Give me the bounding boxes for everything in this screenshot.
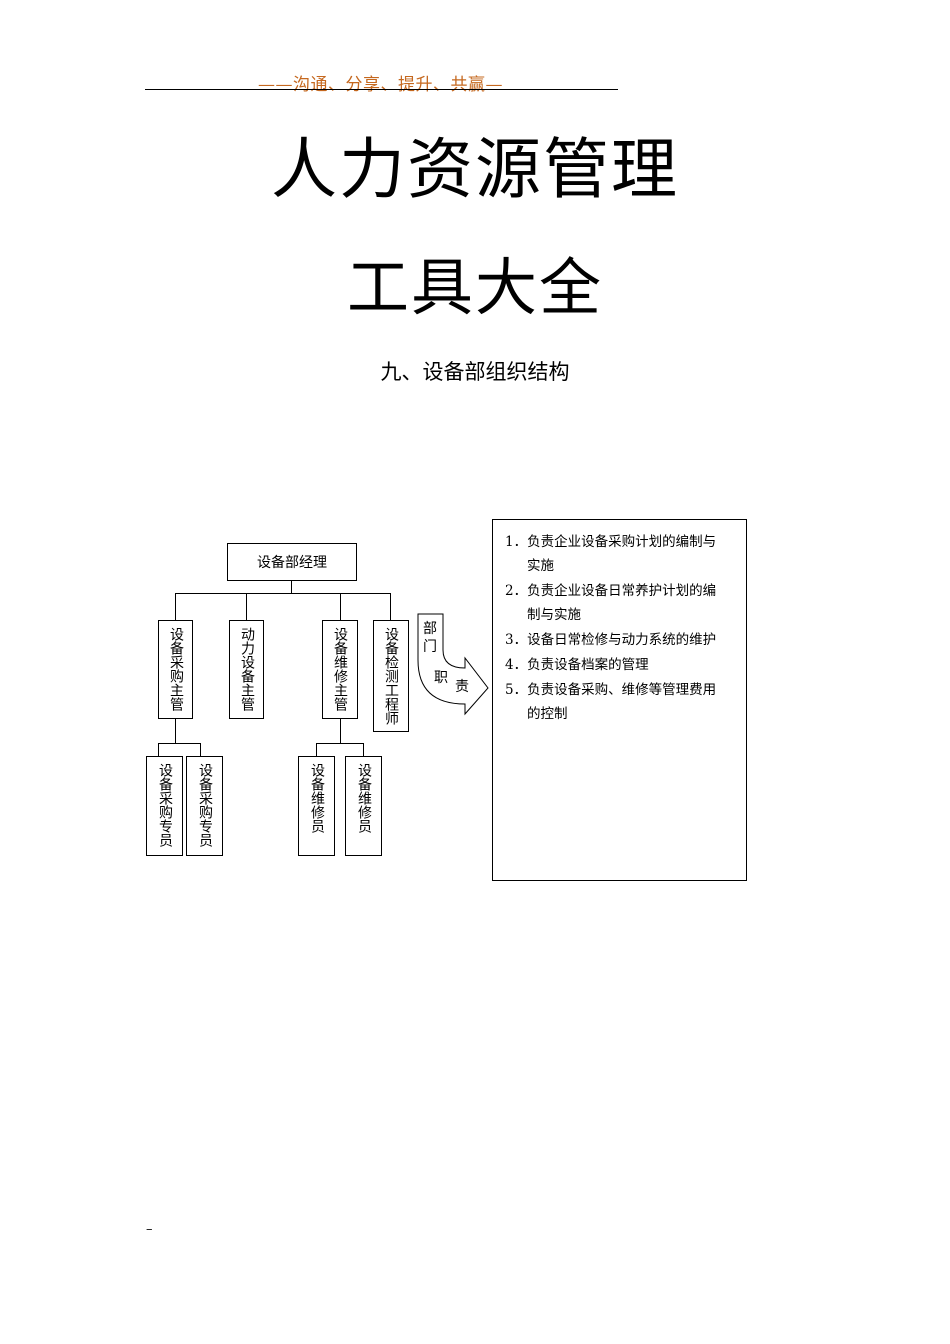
org-node-inspection-engineer: 设备检测工程师 (373, 620, 409, 732)
duty-text: 负责企业设备采购计划的编制与 (527, 534, 717, 550)
document-title: 人力资源管理 (271, 131, 679, 208)
connector (175, 593, 390, 594)
duty-item: 4．负责设备档案的管理 (505, 653, 649, 677)
footer-mark: – (146, 1222, 153, 1237)
org-node-purchase-specialist: 设备采购专员 (186, 756, 223, 856)
connector (175, 593, 176, 620)
org-node-label: 设备维修主管 (332, 627, 348, 711)
duty-text-cont: 的控制 (527, 706, 568, 722)
org-node-power-supervisor: 动力设备主管 (229, 620, 264, 719)
connector (291, 581, 292, 594)
connector (158, 743, 159, 756)
org-node-label: 设备采购主管 (168, 627, 184, 711)
connector (158, 743, 201, 744)
org-node-purchase-specialist: 设备采购专员 (146, 756, 183, 856)
connector (363, 743, 364, 756)
arrow-label-department: 部门 (423, 621, 437, 655)
org-node-repair-worker: 设备维修员 (345, 756, 382, 856)
document-subtitle: 工具大全 (346, 251, 603, 324)
org-node-label: 动力设备主管 (239, 627, 255, 711)
duty-text: 负责设备档案的管理 (527, 657, 649, 673)
duty-number: 2． (505, 583, 528, 599)
header-slogan: ——沟通、分享、提升、共赢— (258, 75, 503, 95)
org-node-label: 设备维修员 (356, 763, 372, 833)
org-node-label: 设备采购专员 (197, 763, 213, 847)
duty-text-cont: 制与实施 (527, 607, 581, 623)
org-node-label: 设备维修员 (309, 763, 325, 833)
duty-text: 负责设备采购、维修等管理费用 (527, 682, 717, 698)
org-node-label: 设备检测工程师 (383, 627, 399, 725)
org-node-manager-label: 设备部经理 (257, 555, 327, 571)
org-node-manager: 设备部经理 (227, 543, 357, 581)
header-rule (145, 89, 618, 90)
duties-arrow-icon (417, 613, 489, 716)
connector (316, 743, 364, 744)
duty-number: 4． (505, 657, 528, 673)
connector (175, 719, 176, 744)
section-title: 九、设备部组织结构 (380, 360, 570, 384)
connector (316, 743, 317, 756)
duty-item: 5．负责设备采购、维修等管理费用 的控制 (505, 678, 716, 726)
connector (246, 593, 247, 620)
duty-text: 负责企业设备日常养护计划的编 (527, 583, 717, 599)
duty-number: 3． (505, 632, 528, 648)
duty-item: 2．负责企业设备日常养护计划的编 制与实施 (505, 579, 716, 627)
connector (340, 719, 341, 744)
arrow-label-duty-2: 责 (455, 679, 469, 695)
duty-item: 1．负责企业设备采购计划的编制与 实施 (505, 530, 716, 578)
org-node-repair-supervisor: 设备维修主管 (322, 620, 358, 719)
connector (390, 593, 391, 620)
duty-text-cont: 实施 (527, 558, 554, 574)
arrow-label-duty-1: 职 (434, 670, 448, 686)
org-node-label: 设备采购专员 (157, 763, 173, 847)
duty-number: 1． (505, 534, 528, 550)
connector (200, 743, 201, 756)
org-node-purchase-supervisor: 设备采购主管 (158, 620, 193, 719)
connector (340, 593, 341, 620)
duties-box: 1．负责企业设备采购计划的编制与 实施 2．负责企业设备日常养护计划的编 制与实… (492, 519, 747, 881)
duty-item: 3．设备日常检修与动力系统的维护 (505, 628, 716, 652)
org-node-repair-worker: 设备维修员 (298, 756, 335, 856)
duty-number: 5． (505, 682, 528, 698)
duty-text: 设备日常检修与动力系统的维护 (527, 632, 717, 648)
